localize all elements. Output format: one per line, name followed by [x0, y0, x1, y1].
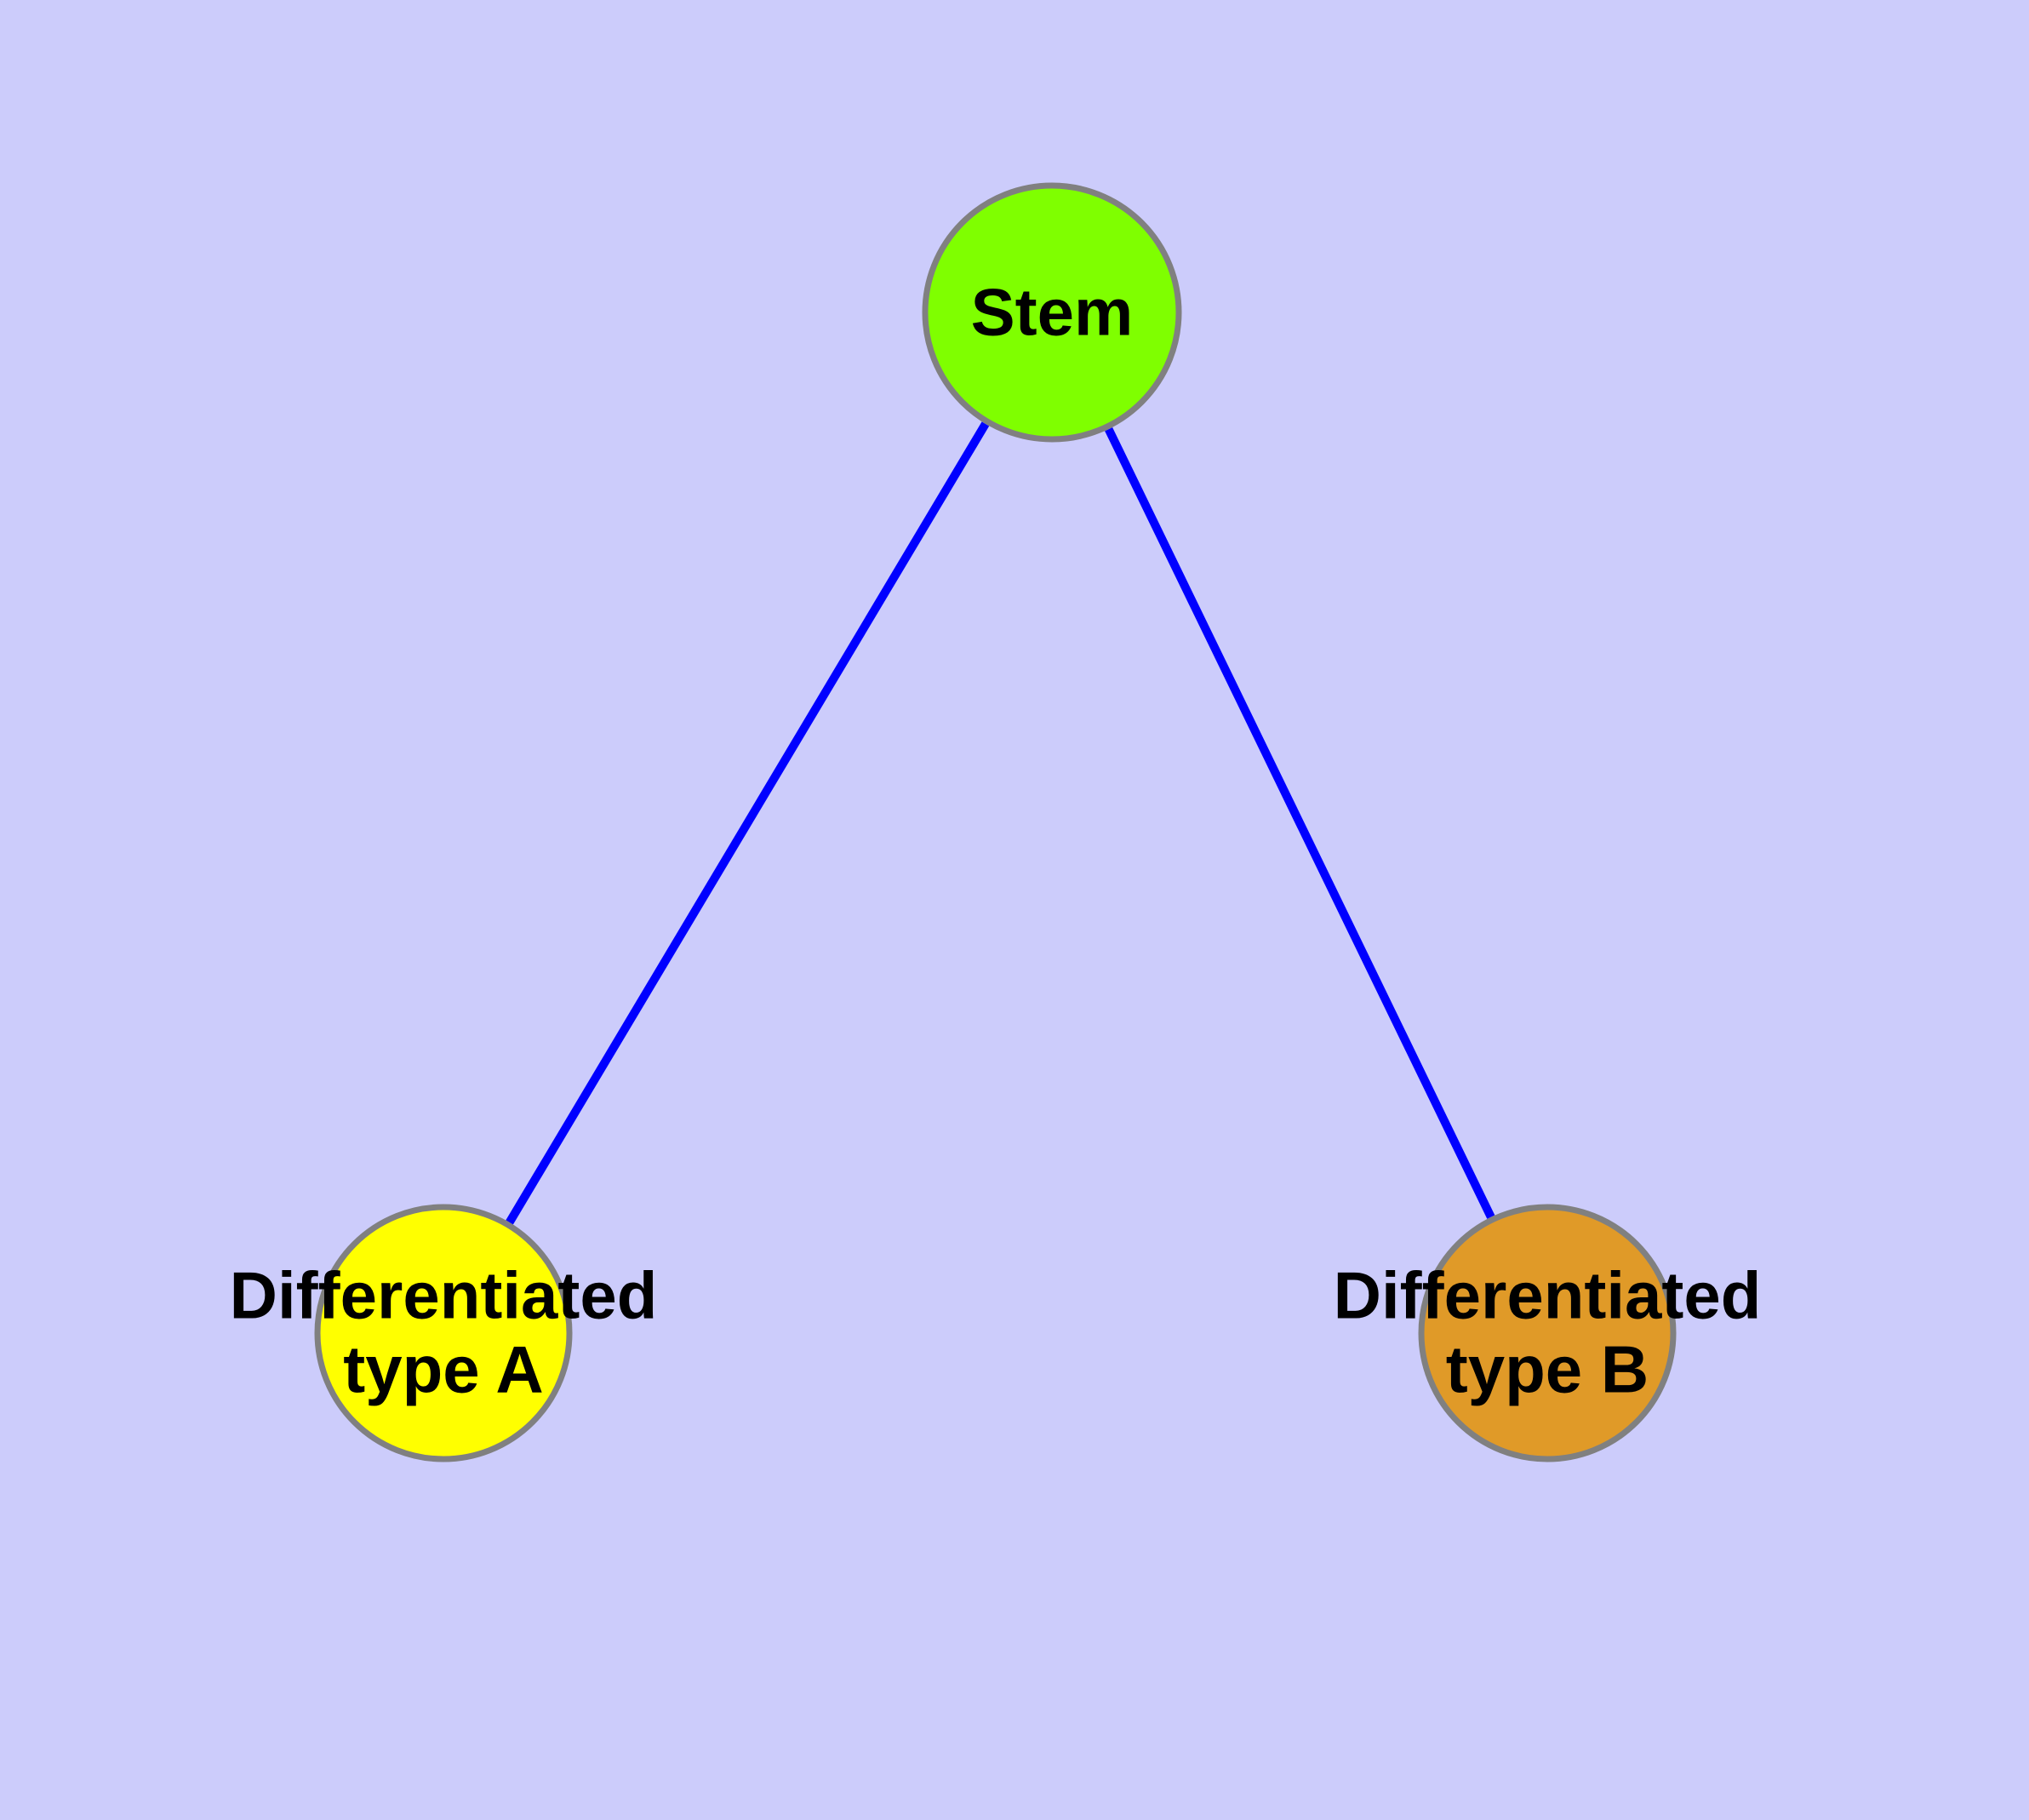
graph-node-diff-a[interactable]	[314, 1204, 573, 1462]
edge-layer	[506, 421, 1495, 1225]
graph-edge[interactable]	[506, 421, 990, 1225]
graph-node-diff-b[interactable]	[1418, 1204, 1677, 1462]
graph-edge[interactable]	[1105, 427, 1495, 1219]
node-layer	[314, 182, 1677, 1462]
graph-node-stem[interactable]	[922, 182, 1182, 443]
